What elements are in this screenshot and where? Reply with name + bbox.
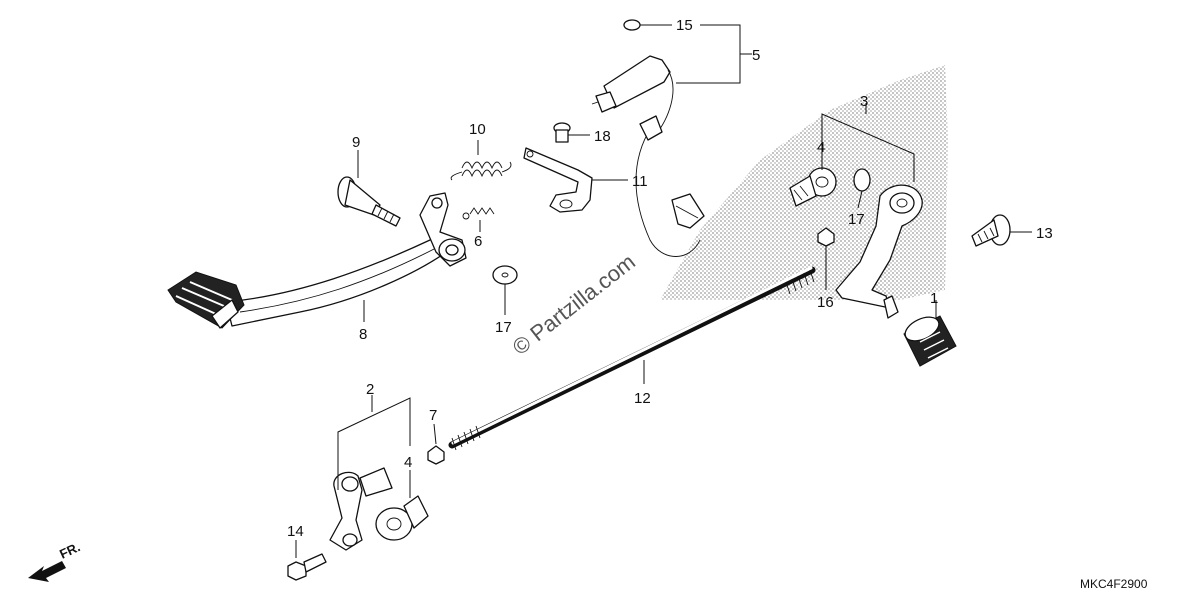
callout-4-lower: 4 (404, 454, 412, 471)
arm-bolt[interactable] (971, 214, 1011, 247)
callout-3: 3 (860, 93, 868, 110)
shift-peg-rubber[interactable] (901, 312, 957, 367)
callout-2: 2 (366, 381, 374, 398)
callout-8: 8 (359, 326, 367, 343)
callout-11: 11 (632, 173, 648, 190)
stop-switch[interactable] (480, 0, 701, 257)
callout-1: 1 (930, 290, 938, 307)
callout-5: 5 (752, 47, 760, 64)
shift-rod[interactable] (448, 266, 816, 451)
callout-4-upper: 4 (817, 139, 825, 156)
switch-connector[interactable] (671, 193, 705, 229)
callout-6: 6 (474, 233, 482, 250)
front-arrow-icon (28, 561, 66, 582)
callout-14: 14 (287, 523, 304, 540)
callout-10: 10 (469, 121, 486, 138)
return-spring[interactable] (450, 161, 512, 181)
brake-pedal[interactable] (167, 192, 467, 329)
tie-rod-end-upper[interactable] (789, 167, 837, 207)
callout-7: 7 (429, 407, 437, 424)
washer-right[interactable] (853, 168, 871, 192)
leader-lines (295, 24, 1032, 558)
switch-bracket[interactable] (523, 147, 593, 213)
arm-pinch-bolt[interactable] (287, 553, 327, 581)
tie-rod-end-lower[interactable] (375, 495, 429, 541)
callout-12: 12 (634, 390, 651, 407)
callout-15: 15 (676, 17, 693, 34)
callout-16: 16 (817, 294, 834, 311)
small-spring[interactable] (462, 207, 495, 220)
callout-17-right: 17 (848, 211, 865, 228)
nut-lower[interactable] (427, 445, 445, 465)
watermark: © Partzilla.com (508, 249, 640, 360)
washer-left-hole (501, 272, 509, 278)
shift-arm-lower[interactable] (329, 467, 393, 551)
callout-9: 9 (352, 134, 360, 151)
callout-17-left: 17 (495, 319, 512, 336)
pivot-bolt[interactable] (337, 176, 401, 227)
diagram-code: MKC4F2900 (1080, 577, 1148, 591)
bracket-bolt[interactable] (553, 122, 571, 143)
shift-pedal-arm[interactable] (835, 184, 923, 319)
nut-upper[interactable] (817, 227, 835, 247)
front-indicator: FR. (57, 539, 82, 561)
callout-labels: 1 2 3 4 4 5 6 7 8 9 10 11 12 13 14 15 16… (287, 17, 1053, 540)
switch-clip[interactable] (623, 19, 641, 31)
callout-18: 18 (594, 128, 611, 145)
callout-13: 13 (1036, 225, 1053, 242)
washer-left[interactable] (492, 265, 518, 285)
